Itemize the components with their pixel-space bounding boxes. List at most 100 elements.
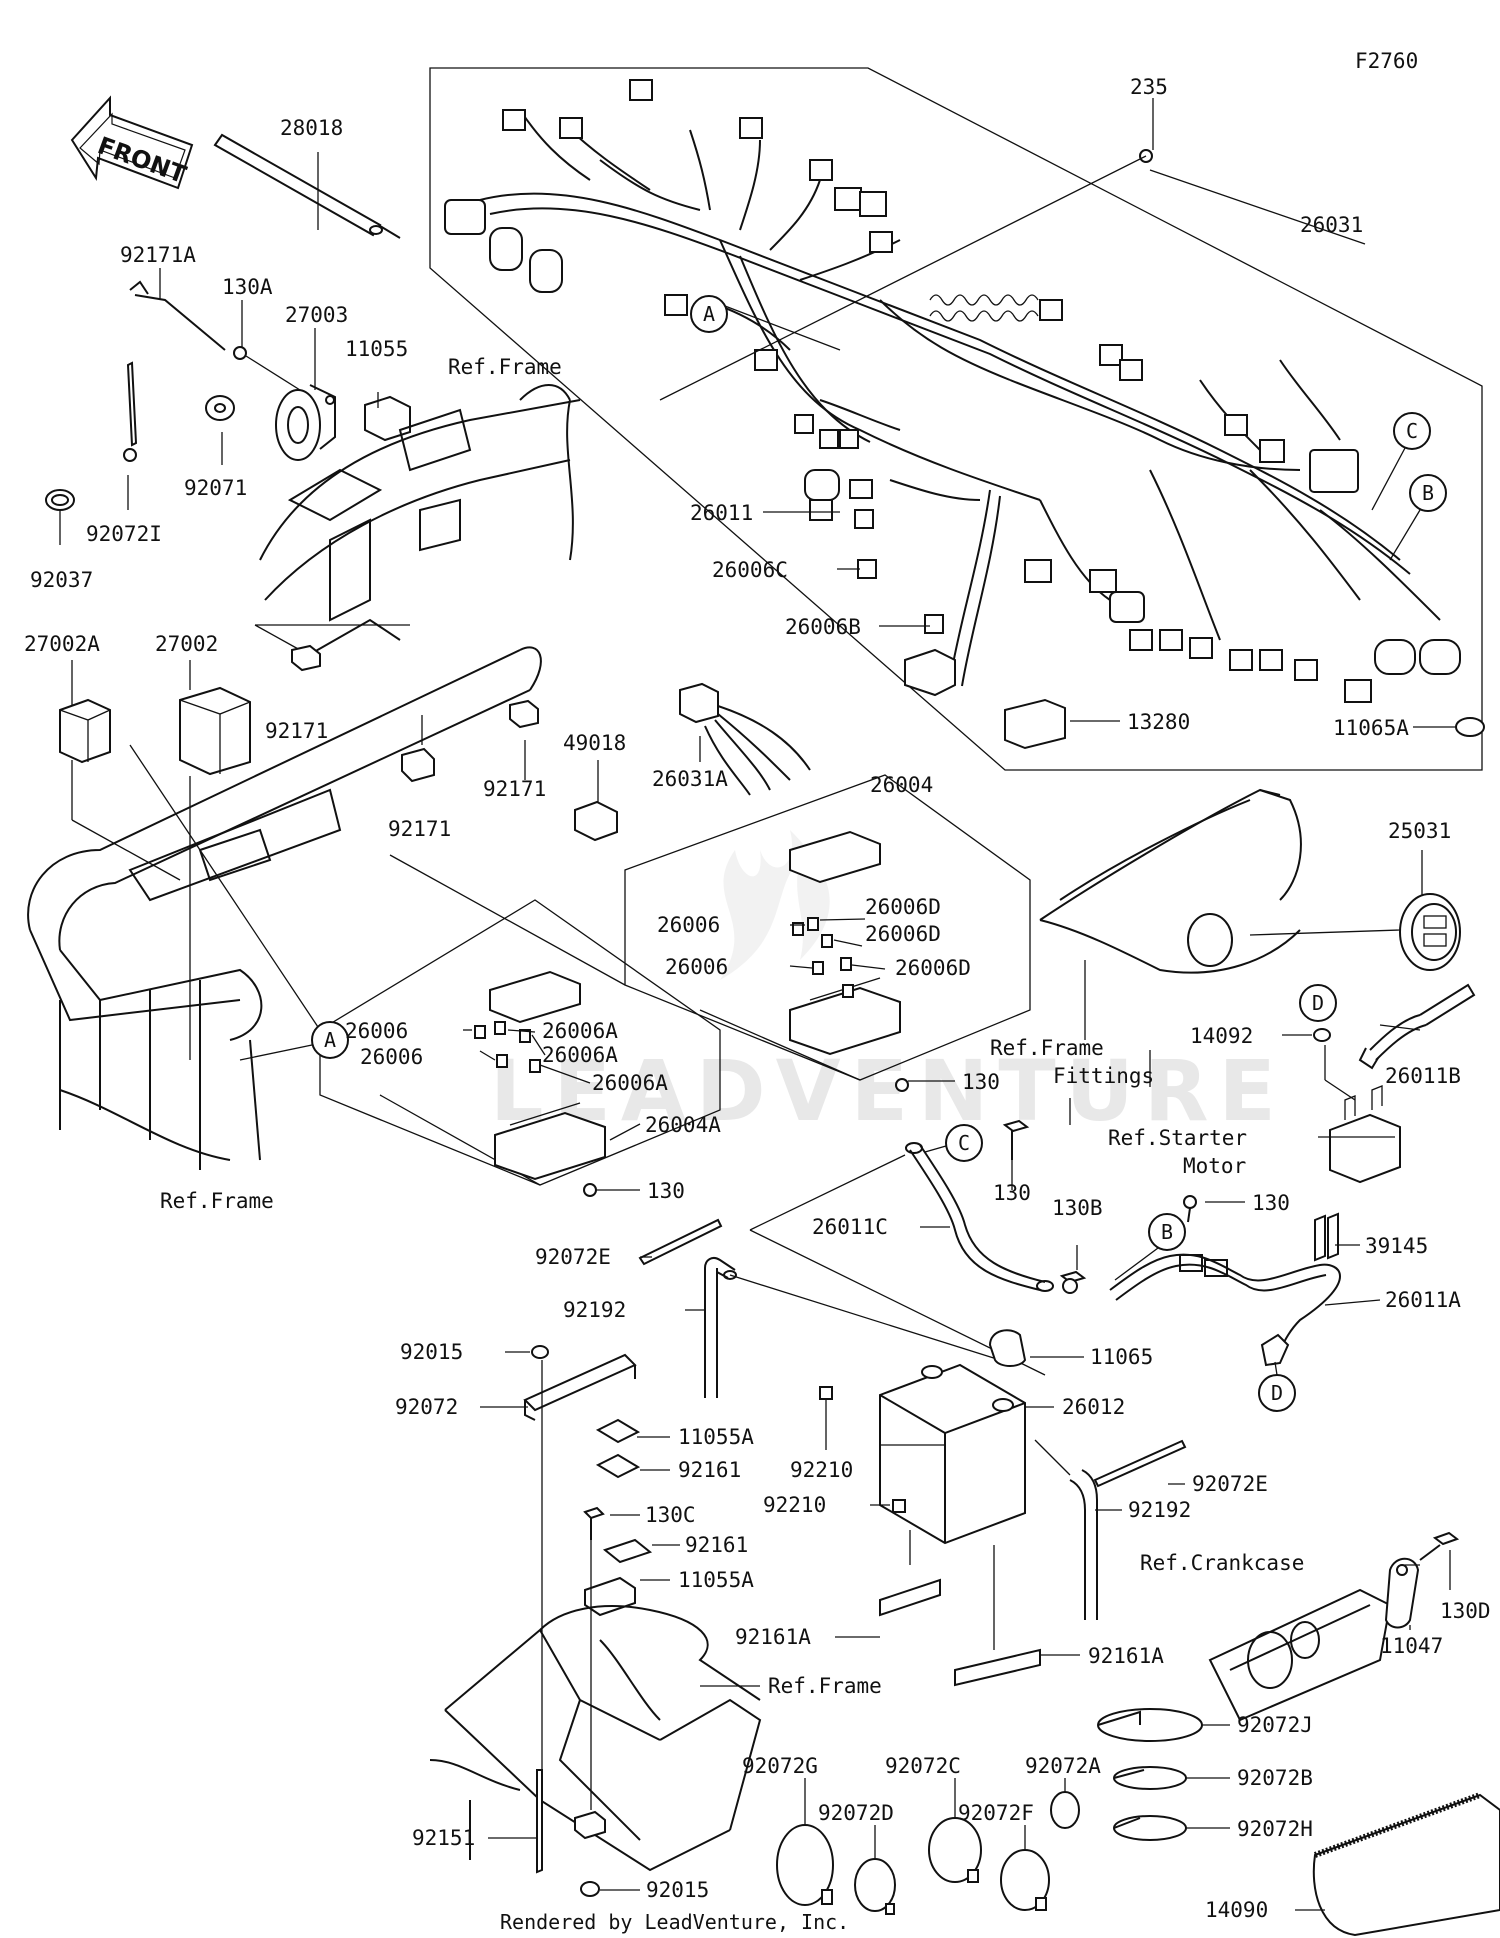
tie-92072J xyxy=(1097,1708,1203,1742)
label-26006A-3: 26006A xyxy=(592,1071,668,1095)
label-26006B: 26006B xyxy=(785,615,861,639)
clamp-92037 xyxy=(45,489,75,511)
label-92161-2: 92161 xyxy=(685,1533,748,1557)
bolt-130-mid xyxy=(895,1078,909,1092)
svg-text:C: C xyxy=(958,1131,970,1155)
label-ref-frame-fittings-2: Fittings xyxy=(1053,1064,1154,1088)
label-ref-frame-left: Ref.Frame xyxy=(160,1189,274,1213)
tie-92072F xyxy=(1000,1849,1050,1911)
grommet-92071 xyxy=(205,395,235,421)
clip-92171-left xyxy=(401,747,435,783)
label-130D: 130D xyxy=(1440,1599,1491,1623)
frame-top xyxy=(259,384,581,661)
crankcase xyxy=(1208,1588,1392,1722)
part-28018 xyxy=(213,133,401,239)
label-26031A: 26031A xyxy=(652,767,728,791)
label-28018: 28018 xyxy=(280,116,343,140)
label-92072G: 92072G xyxy=(742,1754,818,1778)
label-92161A-2: 92161A xyxy=(1088,1644,1164,1668)
label-11055: 11055 xyxy=(345,337,408,361)
label-ref-crankcase: Ref.Crankcase xyxy=(1140,1551,1304,1575)
label-26006-r2: 26006 xyxy=(665,955,728,979)
label-130-left: 130 xyxy=(647,1179,685,1203)
bracket-13280 xyxy=(1004,698,1066,750)
label-14092: 14092 xyxy=(1190,1024,1253,1048)
label-26011B: 26011B xyxy=(1385,1064,1461,1088)
clip-92171-mid xyxy=(509,699,539,729)
main-wire-harness xyxy=(479,109,1441,687)
label-130C: 130C xyxy=(645,1503,696,1527)
label-92072D: 92072D xyxy=(818,1801,894,1825)
nut-92015-top xyxy=(531,1345,549,1359)
label-92072A: 92072A xyxy=(1025,1754,1101,1778)
label-26011: 26011 xyxy=(690,501,753,525)
label-26006D-3: 26006D xyxy=(895,956,971,980)
callout-B-bottom: B xyxy=(1114,1213,1186,1281)
label-92161-1: 92161 xyxy=(678,1458,741,1482)
watermark: LEADVENTURE xyxy=(490,1042,1286,1140)
label-27002: 27002 xyxy=(155,632,218,656)
label-130B: 130B xyxy=(1052,1196,1103,1220)
label-92037: 92037 xyxy=(30,568,93,592)
label-92210-1: 92210 xyxy=(790,1458,853,1482)
callout-D-bottom: D xyxy=(1258,1361,1296,1412)
label-92072C: 92072C xyxy=(885,1754,961,1778)
svg-text:A: A xyxy=(703,302,715,326)
harness-connectors xyxy=(444,79,1461,703)
bracket-92072 xyxy=(523,1353,637,1421)
label-11065: 11065 xyxy=(1090,1345,1153,1369)
part-labels: 235 26031 28018 92171A 130A 27003 11055 … xyxy=(24,75,1491,1922)
main-harness-box xyxy=(429,67,1483,771)
label-130A: 130A xyxy=(222,275,273,299)
callout-A-top: A xyxy=(690,295,841,351)
label-92015-bottom: 92015 xyxy=(646,1878,709,1902)
label-25031: 25031 xyxy=(1388,819,1451,843)
label-26006A-1: 26006A xyxy=(542,1019,618,1043)
tie-92072G xyxy=(776,1824,834,1906)
bolt-130-b xyxy=(1183,1195,1197,1223)
nut-92015-bottom xyxy=(580,1881,600,1897)
label-26011C: 26011C xyxy=(812,1215,888,1239)
callout-D-top: D xyxy=(1299,984,1337,1022)
label-11065A: 11065A xyxy=(1333,716,1409,740)
leader-lines xyxy=(59,98,1456,1911)
label-39145: 39145 xyxy=(1365,1234,1428,1258)
label-26031: 26031 xyxy=(1300,213,1363,237)
callout-C-bottom: C xyxy=(924,1124,983,1162)
cable-26011B xyxy=(1358,983,1476,1070)
label-92171-c: 92171 xyxy=(388,817,451,841)
svg-text:B: B xyxy=(1422,481,1434,505)
label-130-mid: 130 xyxy=(962,1070,1000,1094)
label-130-c: 130 xyxy=(993,1181,1031,1205)
frame-bottom xyxy=(429,1605,762,1872)
label-92072E-1: 92072E xyxy=(535,1245,611,1269)
nut-92210-bottom xyxy=(892,1499,906,1513)
label-11047: 11047 xyxy=(1380,1634,1443,1658)
tube-92192-bottom xyxy=(1069,1469,1098,1620)
screw-235 xyxy=(659,149,1153,401)
svg-text:D: D xyxy=(1271,1381,1283,1405)
plate-92161-top xyxy=(595,1453,641,1479)
label-92072B: 92072B xyxy=(1237,1766,1313,1790)
bracket-11055A-top xyxy=(595,1418,641,1444)
label-92071: 92071 xyxy=(184,476,247,500)
label-26006D-2: 26006D xyxy=(865,922,941,946)
callout-B-top: B xyxy=(1389,474,1447,561)
cap-11065 xyxy=(988,1329,1027,1367)
label-26006C: 26006C xyxy=(712,558,788,582)
bracket-11055 xyxy=(364,395,411,442)
svg-text:D: D xyxy=(1312,991,1324,1015)
label-ref-frame-fittings-1: Ref.Frame xyxy=(990,1036,1104,1060)
plate-92161-bottom xyxy=(602,1538,653,1564)
bolt-130C xyxy=(583,1506,605,1540)
frame-fittings xyxy=(1039,788,1302,974)
part-49018 xyxy=(574,800,618,842)
harness-coil xyxy=(929,294,1039,322)
label-ref-starter-2: Motor xyxy=(1183,1154,1246,1178)
tape-14090 xyxy=(1312,1792,1500,1937)
label-26012: 26012 xyxy=(1062,1395,1125,1419)
label-27002A: 27002A xyxy=(24,632,100,656)
label-13280: 13280 xyxy=(1127,710,1190,734)
label-92151: 92151 xyxy=(412,1826,475,1850)
